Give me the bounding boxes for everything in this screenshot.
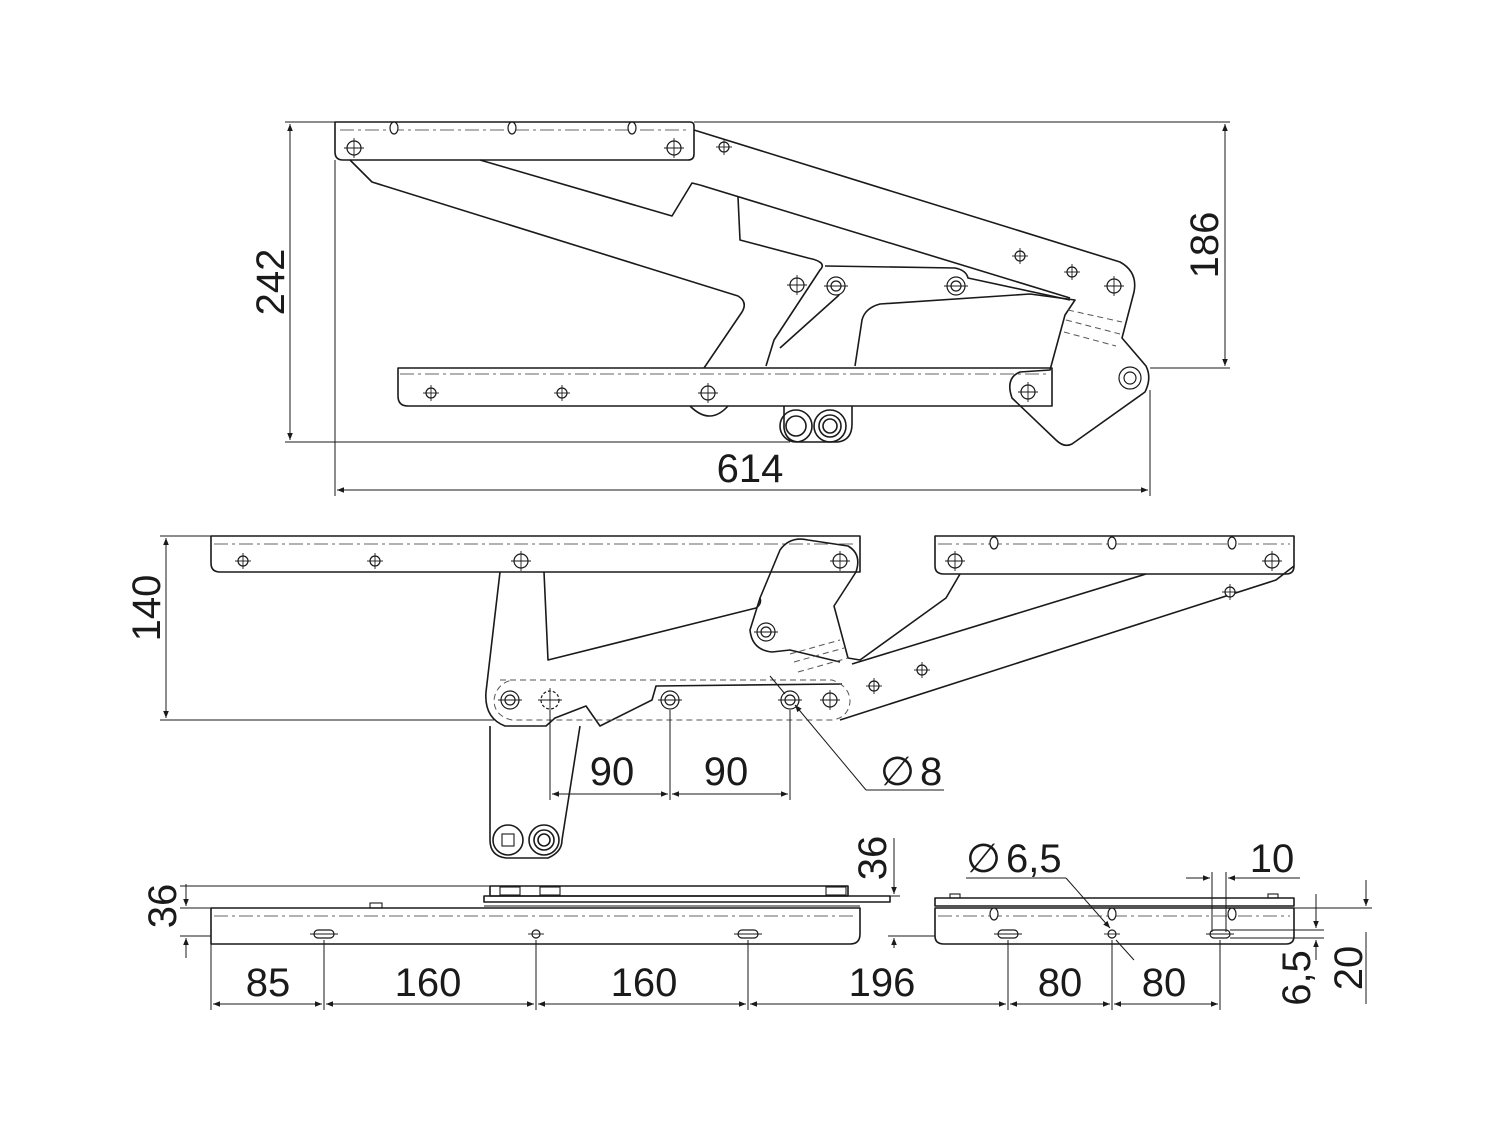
top-upper-bracket	[334, 121, 695, 161]
top-holes	[344, 121, 1142, 403]
dim-height-242: 242	[249, 249, 293, 316]
dim-left-thickness-36: 36	[141, 884, 185, 929]
dim-slot-width-10: 10	[1250, 837, 1295, 881]
dim-spacing-160-b: 160	[611, 961, 678, 1005]
middle-view: 140 90 90 ∅ 8	[125, 535, 1295, 859]
top-middle-arm	[479, 159, 701, 217]
middle-left-bracket	[210, 535, 861, 573]
bottom-holes	[310, 929, 1234, 939]
dim-spacing-90-b: 90	[704, 750, 749, 794]
middle-vertical-link	[485, 571, 843, 727]
middle-holes	[235, 536, 1282, 712]
dim-hole-diameter-6-5: 6,5	[1006, 837, 1062, 881]
dim-hole-diameter-8: 8	[920, 750, 942, 794]
top-view: 242 186 614	[249, 121, 1230, 496]
dim-offset-20: 20	[1327, 946, 1371, 991]
diameter-symbol-8: ∅	[880, 750, 915, 794]
dim-width-614: 614	[717, 447, 784, 491]
middle-right-bracket	[934, 535, 1295, 575]
dim-spacing-80-b: 80	[1142, 961, 1187, 1005]
middle-dimensions	[160, 535, 944, 800]
dim-spacing-160-a: 160	[395, 961, 462, 1005]
dim-spacing-90-a: 90	[590, 750, 635, 794]
dim-spacing-80-a: 80	[1038, 961, 1083, 1005]
diameter-symbol-6-5: ∅	[966, 837, 1001, 881]
dim-height-140: 140	[125, 575, 169, 642]
top-center-link	[737, 196, 824, 367]
top-lower-bar	[397, 367, 1053, 407]
bottom-view: 36 36 ∅ 6,5 10 85 160 160 196 80 80 6,5 …	[141, 836, 1372, 1010]
bottom-left-bar	[210, 907, 861, 945]
dim-spacing-196: 196	[849, 961, 916, 1005]
dim-offset-6-5: 6,5	[1275, 950, 1319, 1006]
dim-link-thickness-36: 36	[851, 836, 895, 881]
dim-height-186: 186	[1183, 212, 1227, 279]
top-dimensions	[285, 121, 1230, 496]
top-upper-arm	[693, 129, 1150, 447]
dim-spacing-85: 85	[246, 961, 291, 1005]
bottom-dimensions	[180, 838, 1372, 1010]
